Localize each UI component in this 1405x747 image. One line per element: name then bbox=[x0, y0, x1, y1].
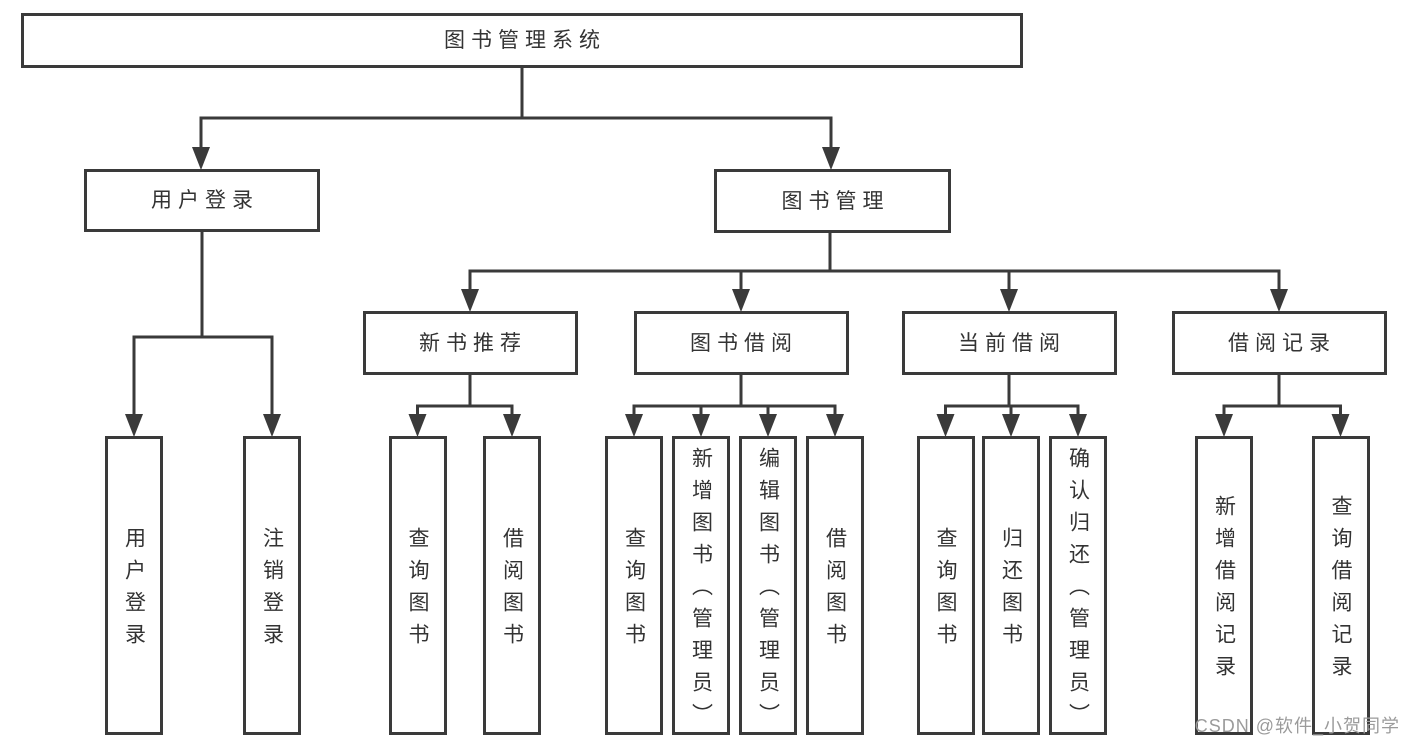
leaf-edit-books-admin-label: 编辑图书（管理员） bbox=[756, 447, 780, 735]
arrowhead-book-management bbox=[822, 147, 840, 170]
leaf-query-books-current: 查询图书 bbox=[916, 436, 975, 735]
leaf-add-borrow-record: 新增借阅记录 bbox=[1195, 436, 1253, 735]
node-user-login-label: 用户登录 bbox=[151, 189, 259, 212]
leaf-add-books-admin: 新增图书（管理员） bbox=[672, 436, 730, 735]
arrowhead-user-login bbox=[192, 147, 210, 170]
node-borrowing-records-label: 借阅记录 bbox=[1228, 331, 1336, 355]
leaf-add-borrow-record-label: 新增借阅记录 bbox=[1212, 495, 1236, 687]
leaf-query-books-current-label: 查询图书 bbox=[934, 527, 957, 655]
leaf-query-books-recommend: 查询图书 bbox=[388, 436, 447, 735]
leaf-query-borrow-record-label: 查询借阅记录 bbox=[1329, 495, 1352, 687]
leaf-borrow-books-recommend-label: 借阅图书 bbox=[500, 527, 524, 655]
arrowhead-leaf-logout bbox=[263, 414, 281, 437]
node-current-borrowing-label: 当前借阅 bbox=[958, 331, 1066, 355]
leaf-return-books-label: 归还图书 bbox=[999, 527, 1023, 655]
node-root-label: 图书管理系统 bbox=[444, 29, 606, 52]
leaf-edit-books-admin: 编辑图书（管理员） bbox=[739, 436, 797, 735]
leaf-borrow-books-recommend: 借阅图书 bbox=[483, 436, 541, 735]
arrowhead-new-book-recommendation bbox=[461, 289, 479, 312]
node-book-management-label: 图书管理 bbox=[781, 189, 890, 213]
leaf-confirm-return-admin-label: 确认归还（管理员） bbox=[1066, 447, 1090, 735]
connector-borrowing-records bbox=[1222, 374, 1342, 418]
arrowhead-leaf-borrow-books-borrowing bbox=[826, 414, 844, 437]
leaf-logout: 注销登录 bbox=[243, 436, 301, 735]
node-root: 图书管理系统 bbox=[21, 13, 1023, 68]
node-new-book-recommendation: 新书推荐 bbox=[362, 311, 578, 375]
leaf-query-books-borrowing-label: 查询图书 bbox=[622, 527, 646, 655]
leaf-user-login: 用户登录 bbox=[105, 436, 163, 735]
connector-segments bbox=[132, 67, 1342, 418]
connector-new-book-recommendation bbox=[416, 374, 514, 418]
leaf-query-borrow-record: 查询借阅记录 bbox=[1311, 436, 1370, 735]
arrowhead-book-borrowing bbox=[732, 289, 750, 312]
node-user-login: 用户登录 bbox=[84, 169, 320, 232]
leaf-query-books-recommend-label: 查询图书 bbox=[406, 527, 429, 655]
leaf-borrow-books-borrowing: 借阅图书 bbox=[806, 436, 864, 735]
leaf-borrow-books-borrowing-label: 借阅图书 bbox=[823, 527, 847, 655]
arrowhead-current-borrowing bbox=[1000, 289, 1018, 312]
arrowhead-leaf-query-borrow-record bbox=[1331, 414, 1350, 437]
arrowheads bbox=[125, 147, 1350, 437]
arrowhead-leaf-add-borrow-record bbox=[1215, 414, 1233, 437]
arrowhead-leaf-query-books-borrowing bbox=[625, 414, 643, 437]
arrowhead-leaf-borrow-books-recommend bbox=[503, 414, 521, 437]
node-new-book-recommendation-label: 新书推荐 bbox=[419, 331, 527, 355]
arrowhead-leaf-edit-books-admin bbox=[759, 414, 777, 437]
connector-current-borrowing bbox=[944, 374, 1080, 418]
arrowhead-leaf-add-books-admin bbox=[692, 414, 710, 437]
arrowhead-leaf-query-books-current bbox=[936, 414, 955, 437]
arrowhead-borrowing-records bbox=[1270, 289, 1288, 312]
node-book-borrowing-label: 图书借阅 bbox=[690, 331, 798, 355]
leaf-add-books-admin-label: 新增图书（管理员） bbox=[689, 447, 713, 735]
connector-book-borrowing bbox=[632, 374, 837, 418]
leaf-query-books-borrowing: 查询图书 bbox=[605, 436, 663, 735]
arrowhead-leaf-user-login bbox=[125, 414, 143, 437]
arrowhead-leaf-return-books bbox=[1002, 414, 1020, 437]
leaf-logout-label: 注销登录 bbox=[260, 527, 284, 655]
connector-book-management bbox=[468, 232, 1281, 293]
connector-root bbox=[199, 67, 833, 150]
leaf-user-login-label: 用户登录 bbox=[122, 527, 146, 655]
connector-user-login bbox=[132, 231, 274, 418]
arrowhead-leaf-confirm-return-admin bbox=[1069, 414, 1087, 437]
node-current-borrowing: 当前借阅 bbox=[901, 311, 1117, 375]
node-book-management: 图书管理 bbox=[714, 169, 951, 233]
watermark: CSDN @软件_小贺同学 bbox=[1194, 716, 1400, 736]
leaf-return-books: 归还图书 bbox=[982, 436, 1040, 735]
leaf-confirm-return-admin: 确认归还（管理员） bbox=[1049, 436, 1107, 735]
node-book-borrowing: 图书借阅 bbox=[633, 311, 849, 375]
node-borrowing-records: 借阅记录 bbox=[1171, 311, 1387, 375]
arrowhead-leaf-query-books-recommend bbox=[408, 414, 427, 437]
